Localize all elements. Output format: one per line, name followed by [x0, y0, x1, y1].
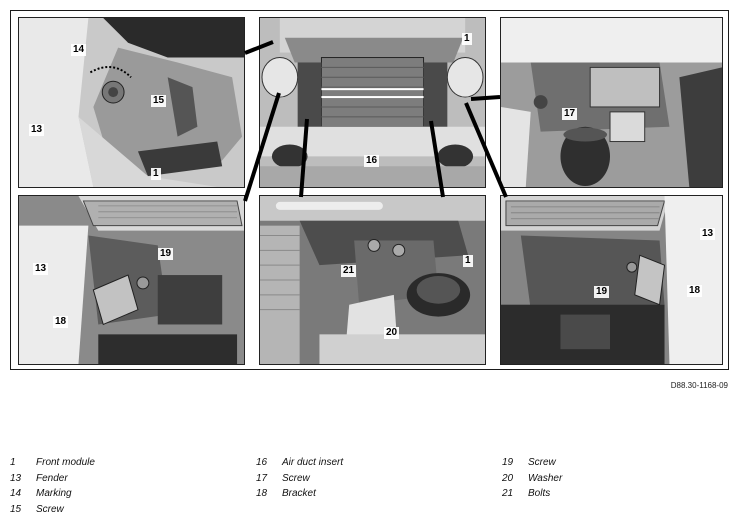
- legend-item: 19 Screw: [502, 457, 562, 473]
- callout-17: 17: [562, 108, 578, 120]
- legend-number: 17: [256, 472, 268, 484]
- legend-number: 14: [10, 488, 22, 499]
- legend-label: Screw: [282, 472, 310, 484]
- legend-label: Washer: [528, 472, 563, 484]
- callout-1: 1: [463, 255, 473, 267]
- photo-screw-19-left: [18, 195, 245, 365]
- callout-20: 20: [384, 327, 400, 339]
- legend-item: 16 Air duct insert: [256, 457, 343, 473]
- legend-item: 15 Screw: [10, 504, 95, 520]
- legend-number: 19: [502, 457, 514, 468]
- legend-label: Air duct insert: [282, 457, 344, 468]
- callout-18: 18: [687, 285, 703, 297]
- photo-front-module: [259, 17, 486, 188]
- legend-item: 1 Front module: [10, 457, 95, 473]
- legend-item: 13 Fender: [10, 473, 95, 489]
- legend-number: 15: [10, 503, 22, 515]
- legend: 1 Front module 13 Fender 14 Marking 15 Screw…: [10, 457, 730, 519]
- legend-column-1: 1 Front module 13 Fender 14 Marking 15 Screw: [10, 457, 95, 519]
- legend-label: Fender: [36, 472, 68, 484]
- legend-item: 14 Marking: [10, 488, 95, 504]
- callout-1: 1: [462, 33, 472, 45]
- legend-label: Marking: [36, 488, 72, 499]
- legend-number: 20: [502, 472, 514, 484]
- photo-screw-17: [500, 17, 723, 188]
- legend-number: 1: [10, 457, 16, 468]
- callout-16: 16: [364, 155, 380, 167]
- callout-18: 18: [53, 316, 69, 328]
- legend-item: 20 Washer: [502, 473, 562, 489]
- legend-number: 13: [10, 472, 22, 484]
- legend-number: 16: [256, 457, 268, 468]
- legend-number: 18: [256, 488, 268, 499]
- callout-15: 15: [151, 95, 167, 107]
- photo-bolts-bracket: [259, 195, 486, 365]
- legend-item: 21 Bolts: [502, 488, 562, 504]
- legend-number: 21: [502, 488, 514, 499]
- photo-fender-marking: [18, 17, 245, 188]
- legend-label: Screw: [528, 457, 556, 468]
- figure-frame: 14 15 13 1 1 16 17 19 13 18 21 1 20 13 1…: [10, 10, 729, 370]
- callout-14: 14: [71, 44, 87, 56]
- legend-label: Front module: [36, 457, 95, 468]
- callout-13: 13: [29, 124, 45, 136]
- photo-screw-19-right: [500, 195, 723, 365]
- figure-reference: D88.30-1168-09: [670, 381, 728, 390]
- legend-label: Screw: [36, 503, 64, 515]
- callout-21: 21: [341, 265, 357, 277]
- callout-13: 13: [33, 263, 49, 275]
- legend-column-2: 16 Air duct insert 17 Screw 18 Bracket: [256, 457, 343, 504]
- legend-item: 17 Screw: [256, 473, 343, 489]
- legend-label: Bolts: [528, 488, 551, 499]
- callout-19: 19: [594, 286, 610, 298]
- legend-column-3: 19 Screw 20 Washer 21 Bolts: [502, 457, 562, 504]
- callout-19: 19: [158, 248, 174, 260]
- callout-13: 13: [700, 228, 716, 240]
- legend-label: Bracket: [282, 488, 316, 499]
- legend-item: 18 Bracket: [256, 488, 343, 504]
- callout-1: 1: [151, 168, 161, 180]
